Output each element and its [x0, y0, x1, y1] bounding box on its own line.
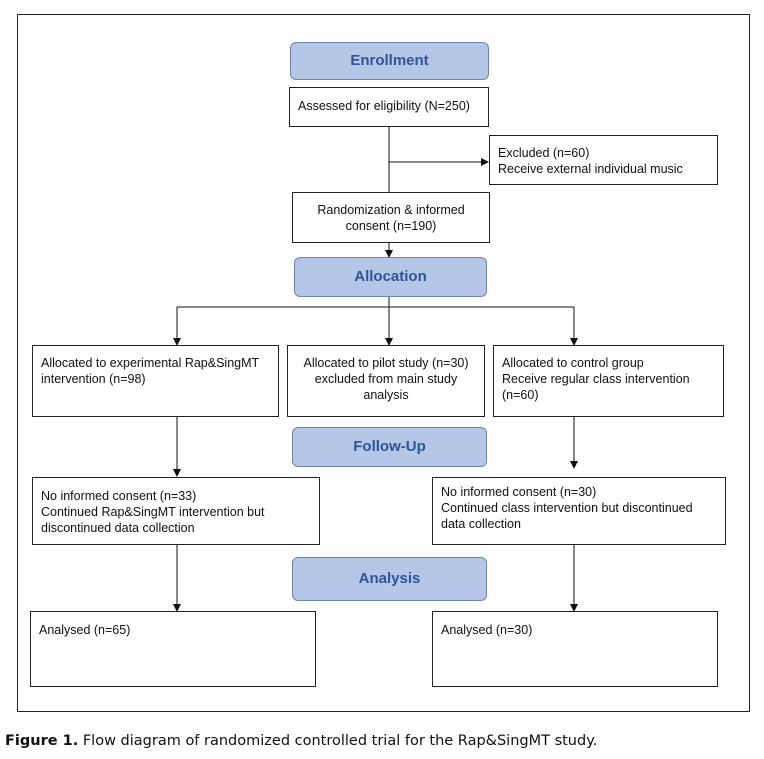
- caption-label: Figure 1.: [5, 733, 79, 749]
- excluded-line: Receive external individual music: [498, 162, 683, 176]
- alloc-pilot-line: excluded from main study: [314, 372, 458, 386]
- box-alloc-control: Allocated to control group Receive regul…: [493, 345, 724, 417]
- box-analysis-control: Analysed (n=30): [432, 611, 718, 687]
- alloc-pilot-line: analysis: [363, 388, 409, 402]
- excluded-line: Excluded (n=60): [498, 146, 590, 160]
- box-randomization: Randomization & informed consent (n=190): [292, 192, 490, 243]
- diagram-frame: [17, 14, 750, 712]
- box-assessed: Assessed for eligibility (N=250): [289, 87, 489, 127]
- alloc-control-line: Allocated to control group: [502, 356, 644, 370]
- analysis-experimental-line: Analysed (n=65): [39, 623, 131, 637]
- alloc-experimental-line: intervention (n=98): [41, 372, 146, 386]
- followup-control-line: No informed consent (n=30): [441, 485, 597, 499]
- box-analysis-experimental: Analysed (n=65): [30, 611, 316, 687]
- followup-control-line: data collection: [441, 517, 521, 531]
- alloc-experimental-line: Allocated to experimental Rap&SingMT: [41, 356, 260, 370]
- alloc-pilot-line: Allocated to pilot study (n=30): [303, 356, 469, 370]
- caption-text: Flow diagram of randomized controlled tr…: [82, 733, 598, 749]
- alloc-control-line: Receive regular class intervention: [502, 372, 690, 386]
- stage-analysis: Analysis: [292, 557, 487, 601]
- box-excluded: Excluded (n=60) Receive external individ…: [489, 135, 718, 185]
- followup-control-line: Continued class intervention but discont…: [441, 501, 693, 515]
- followup-experimental-line: discontinued data collection: [41, 521, 195, 535]
- followup-experimental-line: Continued Rap&SingMT intervention but: [41, 505, 265, 519]
- randomization-line: Randomization & informed: [317, 203, 465, 217]
- box-followup-control: No informed consent (n=30) Continued cla…: [432, 477, 726, 545]
- stage-allocation: Allocation: [294, 257, 487, 297]
- followup-experimental-line: No informed consent (n=33): [41, 489, 197, 503]
- alloc-control-line: (n=60): [502, 388, 539, 402]
- box-followup-experimental: No informed consent (n=33) Continued Rap…: [32, 477, 320, 545]
- assessed-line: Assessed for eligibility (N=250): [298, 99, 470, 113]
- figure-caption: Figure 1. Flow diagram of randomized con…: [5, 733, 597, 749]
- stage-followup: Follow-Up: [292, 427, 487, 467]
- analysis-control-line: Analysed (n=30): [441, 623, 533, 637]
- box-alloc-experimental: Allocated to experimental Rap&SingMT int…: [32, 345, 279, 417]
- box-alloc-pilot: Allocated to pilot study (n=30) excluded…: [287, 345, 485, 417]
- stage-enrollment: Enrollment: [290, 42, 489, 80]
- randomization-line: consent (n=190): [345, 219, 437, 233]
